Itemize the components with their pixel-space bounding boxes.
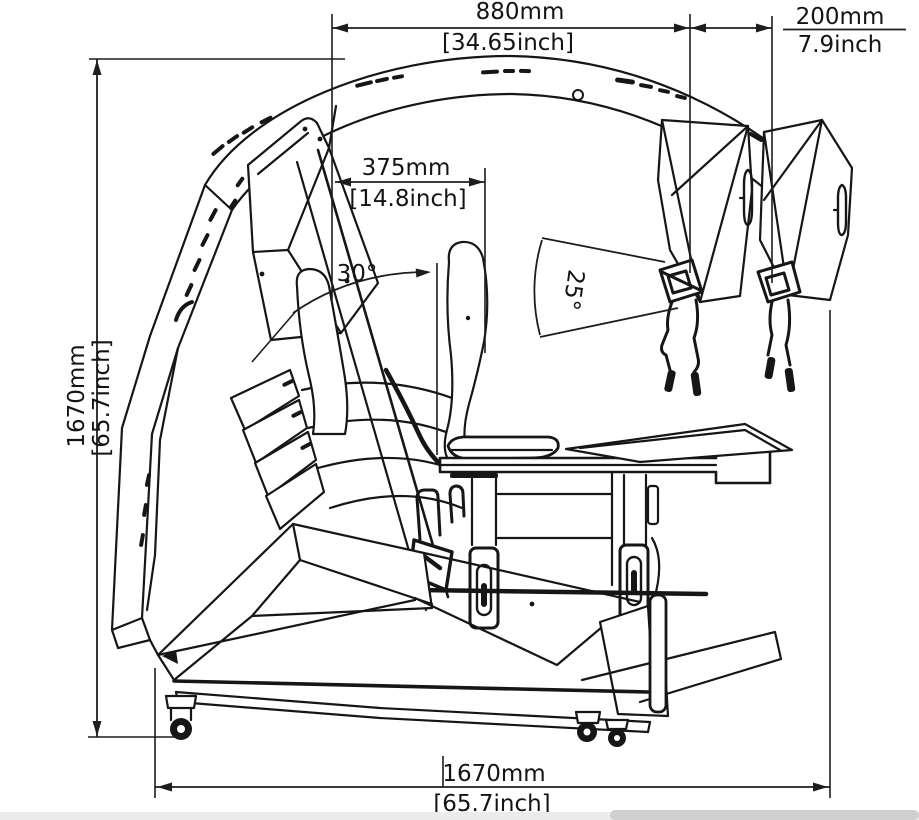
label-200mm: 200mm bbox=[796, 4, 885, 30]
headrest bbox=[443, 240, 489, 466]
caster-wheel-front bbox=[164, 694, 198, 740]
spine-slots bbox=[139, 208, 218, 547]
label-height-1670mm: 1670mm bbox=[64, 344, 90, 447]
armrest bbox=[383, 367, 441, 465]
dimension-height-1670mm: 1670mm [65.7inch] bbox=[64, 58, 345, 738]
dimension-880mm: 880mm [34.65inch] bbox=[331, 0, 691, 300]
label-14-8inch: [14.8inch] bbox=[349, 186, 466, 212]
label-34-65inch: [34.65inch] bbox=[442, 30, 574, 56]
spine-bracket bbox=[110, 183, 234, 657]
dimension-375mm: 375mm [14.8inch] bbox=[335, 155, 486, 353]
scrollbar-track[interactable] bbox=[0, 812, 919, 820]
backrest-frame bbox=[295, 148, 450, 612]
side-handle bbox=[648, 593, 668, 714]
label-30deg: 30° bbox=[337, 261, 378, 287]
recline-wedge bbox=[156, 522, 434, 682]
gaming-chair-backrest bbox=[295, 240, 489, 466]
desk-assembly bbox=[417, 422, 794, 630]
label-25deg: 25° bbox=[557, 268, 588, 312]
label-height-65-7inch: [65.7inch] bbox=[89, 339, 115, 456]
monitor-right bbox=[756, 118, 854, 393]
monitor-right-cables bbox=[764, 298, 796, 393]
recline-flaps bbox=[229, 368, 326, 531]
monitor-left-mount bbox=[658, 258, 704, 304]
dimension-200mm: 200mm 7.9inch bbox=[690, 4, 906, 283]
scrollbar bbox=[0, 810, 919, 820]
monitor-right-mount bbox=[756, 260, 802, 304]
base-frame bbox=[156, 522, 783, 747]
label-375mm: 375mm bbox=[362, 155, 451, 181]
angle-30deg: 30° bbox=[251, 261, 438, 455]
label-880mm: 880mm bbox=[476, 0, 565, 25]
angle-25deg: 25° bbox=[533, 237, 679, 338]
label-7-9inch: 7.9inch bbox=[798, 32, 883, 58]
monitor-left-cables bbox=[660, 298, 702, 397]
monitor-left bbox=[656, 118, 754, 397]
mouse-tray bbox=[564, 422, 794, 464]
label-length-1670mm: 1670mm bbox=[442, 761, 545, 787]
desk-crossbar bbox=[417, 587, 709, 597]
scrollbar-thumb[interactable] bbox=[610, 810, 919, 820]
caster-wheel-rear bbox=[574, 710, 630, 747]
desk-columns bbox=[468, 470, 650, 630]
